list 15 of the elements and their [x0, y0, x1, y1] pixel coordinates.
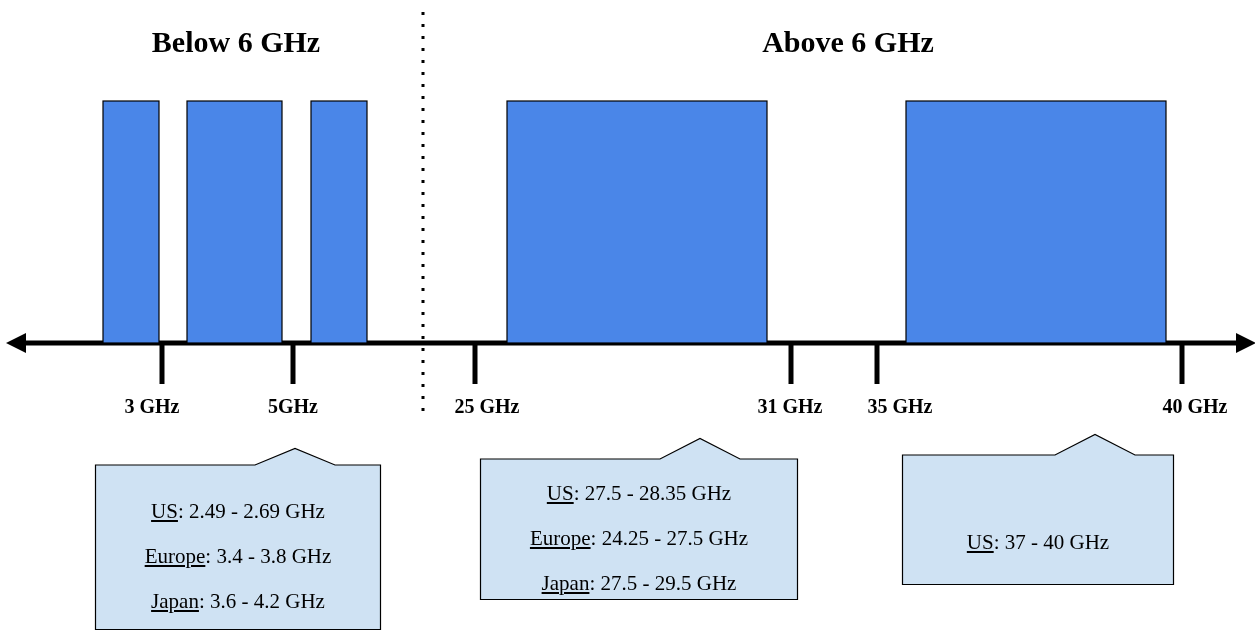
frequency-range-text: US: 37 - 40 GHz — [965, 530, 1111, 555]
frequency-range-text: Europe: 24.25 - 27.5 GHz — [528, 526, 750, 551]
tick-label: 5GHz — [268, 395, 318, 418]
tick-label: 40 GHz — [1162, 395, 1228, 418]
frequency-range-text: Europe: 3.4 - 3.8 GHz — [143, 544, 333, 569]
frequency-range-text: Japan: 3.6 - 4.2 GHz — [150, 589, 326, 614]
frequency-range-text: US: 27.5 - 28.35 GHz — [545, 481, 733, 506]
frequency-range-text: Japan: 27.5 - 29.5 GHz — [540, 571, 738, 596]
section-heading: Above 6 GHz — [762, 25, 934, 59]
tick-label: 25 GHz — [454, 395, 520, 418]
tick-label: 3 GHz — [124, 395, 180, 418]
tick-label: 31 GHz — [757, 395, 823, 418]
tick-label: 35 GHz — [867, 395, 933, 418]
frequency-range-text: US: 2.49 - 2.69 GHz — [150, 499, 326, 524]
section-heading: Below 6 GHz — [151, 25, 321, 59]
